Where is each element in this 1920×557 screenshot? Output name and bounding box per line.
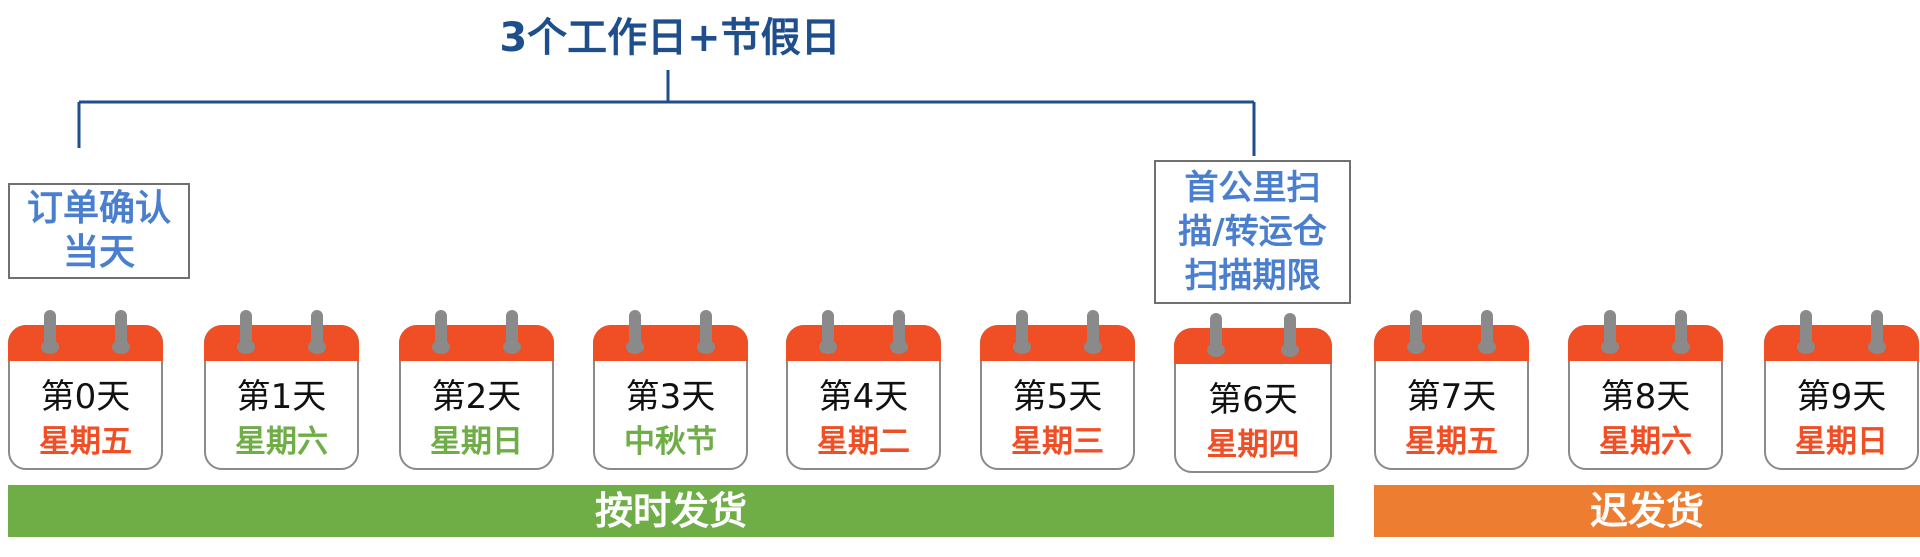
binder-ring-icon [1281, 313, 1299, 357]
calendar-header [786, 325, 941, 361]
calendar-header [8, 325, 163, 361]
callout-line: 首公里扫 [1184, 168, 1321, 208]
calendar-weekday-label: 中秋节 [624, 424, 717, 460]
calendar-header [1374, 325, 1529, 361]
binder-ring-icon [308, 310, 326, 354]
callout-line: 扫描期限 [1184, 256, 1321, 296]
calendar-day-label: 第4天 [818, 377, 909, 417]
binder-ring-icon [626, 310, 644, 354]
binder-ring-icon [432, 310, 450, 354]
binder-ring-icon [1013, 310, 1031, 354]
late-shipping-bar: 迟发货 [1374, 485, 1920, 537]
binder-ring-icon [1207, 313, 1225, 357]
on-time-shipping-bar: 按时发货 [8, 485, 1334, 537]
binder-ring-icon [819, 310, 837, 354]
calendar-card: 第7天星期五 [1374, 310, 1529, 470]
calendar-weekday-label: 星期六 [1599, 424, 1692, 460]
binder-ring-icon [1478, 310, 1496, 354]
calendar-day-label: 第7天 [1406, 377, 1497, 417]
calendar-card: 第3天中秋节 [593, 310, 748, 470]
calendar-header [593, 325, 748, 361]
binder-ring-icon [237, 310, 255, 354]
binder-ring-icon [503, 310, 521, 354]
calendar-weekday-label: 星期三 [1011, 424, 1104, 460]
callout-line: 描/转运仓 [1178, 212, 1327, 252]
calendar-day-label: 第9天 [1796, 377, 1887, 417]
calendar-header [1568, 325, 1723, 361]
binder-ring-icon [1797, 310, 1815, 354]
calendar-card: 第5天星期三 [980, 310, 1135, 470]
binder-ring-icon [1601, 310, 1619, 354]
calendar-header [1174, 328, 1332, 364]
calendar-weekday-label: 星期四 [1206, 427, 1300, 463]
diagram-title: 3个工作日+节假日 [499, 15, 841, 61]
calendar-card: 第1天星期六 [204, 310, 359, 470]
calendar-day-label: 第6天 [1208, 380, 1298, 420]
calendar-day-label: 第1天 [236, 377, 327, 417]
binder-ring-icon [112, 310, 130, 354]
first-mile-scan-callout: 首公里扫 描/转运仓 扫描期限 [1154, 160, 1351, 304]
calendar-card: 第0天星期五 [8, 310, 163, 470]
calendar-day-label: 第8天 [1600, 377, 1691, 417]
callout-line: 订单确认 [26, 188, 171, 229]
calendar-header [204, 325, 359, 361]
calendar-header [980, 325, 1135, 361]
calendar-weekday-label: 星期五 [39, 424, 132, 460]
calendar-card: 第2天星期日 [399, 310, 554, 470]
calendar-weekday-label: 星期二 [817, 424, 910, 460]
calendar-day-label: 第5天 [1012, 377, 1103, 417]
calendar-weekday-label: 星期日 [430, 424, 523, 460]
calendar-card: 第6天星期四 [1174, 313, 1332, 473]
binder-ring-icon [1672, 310, 1690, 354]
calendar-day-label: 第0天 [40, 377, 131, 417]
calendar-weekday-label: 星期日 [1795, 424, 1888, 460]
binder-ring-icon [41, 310, 59, 354]
binder-ring-icon [1407, 310, 1425, 354]
calendar-weekday-label: 星期五 [1405, 424, 1498, 460]
calendar-day-label: 第2天 [431, 377, 522, 417]
calendar-card: 第8天星期六 [1568, 310, 1723, 470]
order-confirm-callout: 订单确认 当天 [8, 183, 190, 279]
binder-ring-icon [697, 310, 715, 354]
calendar-card: 第9天星期日 [1764, 310, 1919, 470]
callout-line: 当天 [62, 232, 135, 273]
binder-ring-icon [890, 310, 908, 354]
calendar-header [1764, 325, 1919, 361]
calendar-card: 第4天星期二 [786, 310, 941, 470]
calendar-header [399, 325, 554, 361]
binder-ring-icon [1868, 310, 1886, 354]
calendar-day-label: 第3天 [625, 377, 716, 417]
binder-ring-icon [1084, 310, 1102, 354]
calendar-weekday-label: 星期六 [235, 424, 328, 460]
